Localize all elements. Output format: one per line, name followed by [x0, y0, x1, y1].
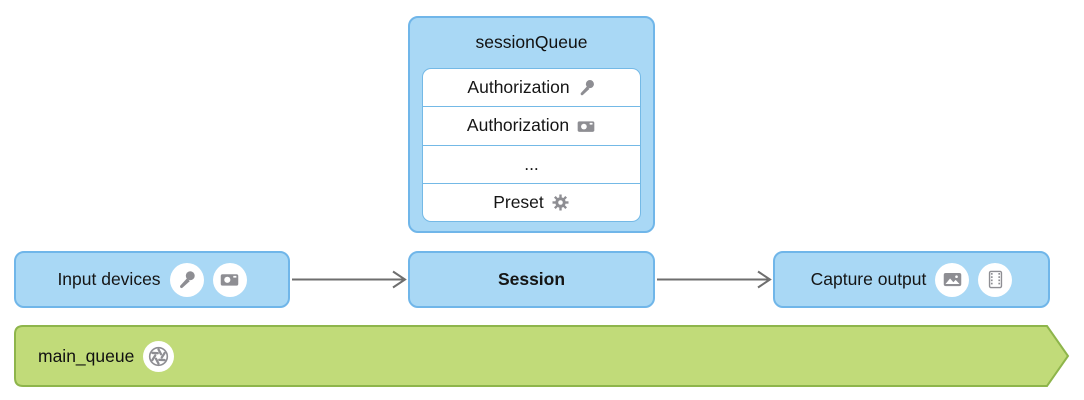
session-label: Session: [497, 269, 566, 289]
main-queue-content: main_queue: [38, 340, 175, 373]
capture-output-node: Capture output: [773, 251, 1050, 308]
task-label: Authorization: [467, 77, 570, 98]
microphone-icon: [169, 262, 204, 297]
camera-icon: [576, 116, 596, 136]
task-row-ellipsis: ...: [423, 144, 640, 183]
photo-icon: [935, 262, 970, 297]
session-queue-task-list: Authorization Authorization: [422, 68, 641, 222]
session-queue-box: sessionQueue Authorization Authorization: [408, 16, 655, 233]
input-devices-label: Input devices: [57, 269, 161, 289]
session-node: Session: [408, 251, 655, 308]
task-row-authorization-audio: Authorization: [423, 69, 640, 106]
session-queue-title: sessionQueue: [475, 32, 588, 52]
task-label: Authorization: [466, 115, 570, 136]
film-icon: [978, 262, 1013, 297]
capture-output-label: Capture output: [810, 269, 927, 289]
task-row-authorization-video: Authorization: [423, 106, 640, 144]
task-row-preset: Preset: [423, 182, 640, 221]
input-devices-node: Input devices: [14, 251, 290, 308]
gear-icon: [551, 193, 570, 212]
camera-icon: [212, 262, 247, 297]
main-queue-label: main_queue: [38, 346, 135, 366]
aperture-icon: [143, 341, 175, 372]
task-label: ...: [524, 153, 539, 174]
microphone-icon: [577, 78, 596, 97]
task-label: Preset: [493, 191, 544, 212]
